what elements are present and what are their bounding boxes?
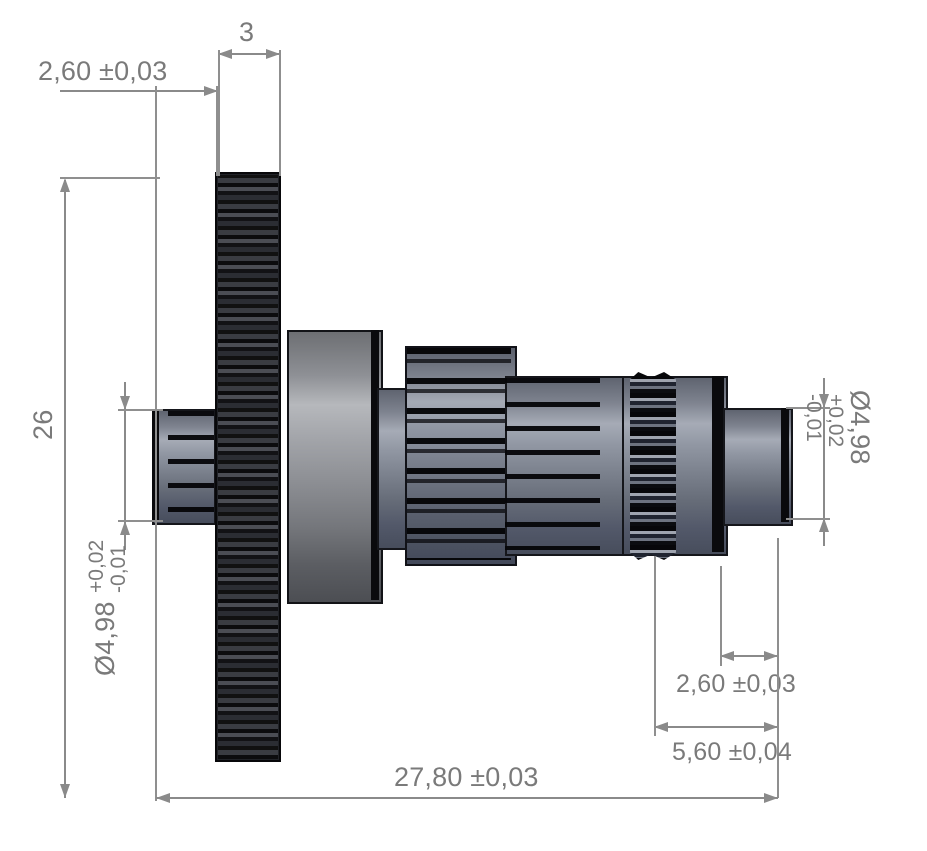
dimension-top-width-ext-b (279, 50, 281, 176)
dimension-bottom-right-lower-line (654, 726, 778, 728)
dimension-top-width-ext-a (218, 50, 220, 176)
dimension-bottom-overall-arrow-left (156, 793, 170, 803)
dimension-left-diameter-tolerance-upper: +0,02 (85, 539, 108, 593)
dimension-bottom-right-upper-ext-a (720, 566, 722, 666)
dimension-left-diameter-ext-bottom (118, 520, 163, 522)
dimension-right-diameter-line (823, 378, 825, 546)
dimension-bottom-overall-arrow-right (764, 793, 778, 803)
dimension-right-diameter-arrow-top (819, 394, 829, 408)
dimension-right-diameter-tolerance-upper: +0,02 (824, 394, 847, 448)
dimension-bottom-right-lower-arrow-left (654, 722, 668, 732)
dimension-right-diameter-tolerance-lower: -0,01 (802, 394, 826, 442)
dimension-bottom-right-upper-arrow-right (764, 651, 778, 661)
dimension-top-left-label: 2,60 ±0,03 (38, 56, 168, 86)
dimension-top-width-arrow-left (218, 49, 232, 59)
dimension-top-width-line (218, 53, 280, 55)
right-stub-end-face (781, 408, 789, 522)
pinion-tooth-projections (505, 378, 600, 550)
dimension-left-diameter-tolerance: +0,02 -0,01 (85, 539, 130, 593)
dimension-bottom-right-upper-line (720, 655, 778, 657)
dimension-bottom-right-upper-label: 2,60 ±0,03 (676, 670, 796, 698)
main-gear (215, 172, 281, 762)
dimension-top-left-arrow-right (204, 86, 218, 96)
dimension-bottom-right-lower-arrow-right (764, 722, 778, 732)
left-stub-teeth-shadow (168, 411, 214, 519)
dimension-left-diameter-arrow-bottom (120, 521, 130, 535)
dimension-left-diameter-ext-top (118, 409, 163, 411)
dimension-top-left-ext-b (216, 86, 218, 176)
dimension-right-diameter-ext-top (786, 407, 830, 409)
dimension-bottom-overall-line (156, 797, 778, 799)
worm-thread (630, 372, 676, 560)
dimension-left-diameter-value: Ø4,98 (90, 601, 121, 676)
dimension-left-diameter-line (124, 382, 126, 550)
dimension-top-width-label: 3 (239, 17, 255, 47)
dimension-right-diameter-arrow-bottom (819, 518, 829, 532)
dimension-right-diameter-ext-bottom (786, 518, 830, 520)
hub-collar (287, 330, 383, 604)
hub-right-edge (371, 330, 379, 600)
dimension-right-diameter-value: Ø4,98 (845, 390, 875, 465)
worm-right-shoulder (712, 376, 724, 552)
dimension-right-diameter-tolerance: +0,02 -0,01 (802, 394, 847, 448)
dimension-top-width-arrow-right (266, 49, 280, 59)
dimension-bottom-right-upper-arrow-left (720, 651, 734, 661)
dimension-left-overall-label: 26 (28, 409, 58, 440)
dimension-bottom-right-lower-ext-a (654, 556, 656, 736)
dimension-left-overall-ext-top (60, 177, 160, 179)
dimension-left-diameter-tolerance-lower: -0,01 (106, 545, 130, 593)
dimension-bottom-right-lower-label: 5,60 ±0,04 (672, 738, 792, 766)
dimension-bottom-overall-label: 27,80 ±0,03 (394, 762, 539, 792)
dimension-top-left-line (60, 90, 218, 92)
dimension-top-left-ext-a (155, 86, 157, 801)
dimension-left-overall-arrow-down (60, 784, 70, 798)
pinion-teeth (407, 348, 511, 560)
dimension-bottom-right-lower-ext-b (777, 538, 779, 798)
dimension-left-overall-arrow-up (60, 178, 70, 192)
dimension-left-overall-line (64, 180, 66, 798)
dimension-left-diameter-arrow-top (120, 396, 130, 410)
